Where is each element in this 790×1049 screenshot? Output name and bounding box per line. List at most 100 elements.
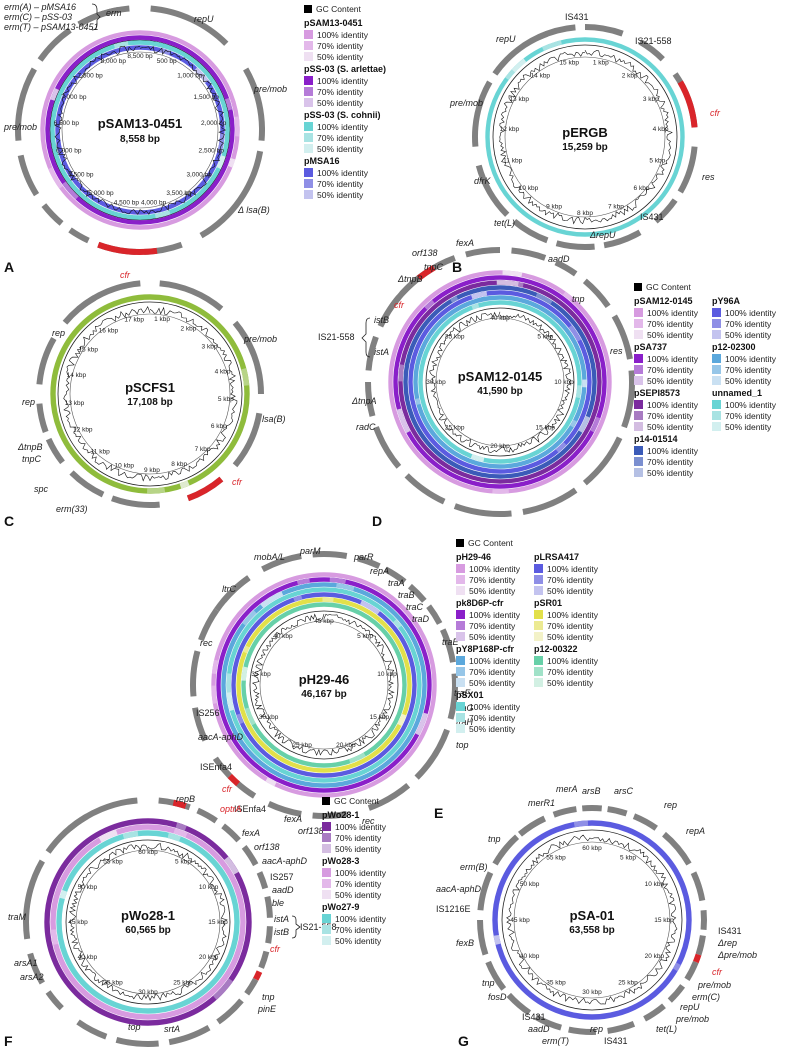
panel-f-legend-series-1-swatch-2 — [322, 833, 331, 842]
panel-e-legend-series-2-level-3: 50% identity — [469, 632, 516, 642]
panel-c-annot-arc-2 — [159, 280, 224, 312]
panel-e-annot-arc-17 — [190, 650, 201, 697]
panel-e-legend-series-5-swatch-1 — [534, 564, 543, 573]
panel-a-bracket — [91, 3, 101, 31]
panel-g-rings-backbone — [501, 829, 683, 1011]
panel-a-legend-series-3-swatch-3 — [304, 144, 313, 153]
panel-f-rings-ring-gap — [167, 832, 181, 842]
panel-c-annot-arc-7 — [69, 470, 105, 498]
panel-a-label-repU: repU — [194, 14, 214, 24]
panel-a-ticks-label-12: 5,500 bp — [68, 172, 94, 179]
panel-e-ticks-label-5: 20 kbp — [336, 742, 356, 749]
panel-a-rings-ring-gap — [228, 158, 236, 168]
panel-b-label-is21: IS21-558 — [635, 36, 672, 46]
panel-g-annot-arc-6 — [632, 813, 658, 831]
panel-c-rings — [50, 294, 250, 494]
panel-d-rings-ring-gap — [569, 419, 578, 428]
panel-f-rings-ring-gap — [122, 830, 139, 840]
panel-f-annot-arc-18 — [45, 813, 89, 854]
panel-f-label-optra: optrA — [220, 804, 242, 814]
panel-d-ticks-label-1: 40 kbp — [490, 315, 510, 322]
panel-f-annot-arc-3 — [196, 807, 218, 824]
panel-d-rings-ring-2 — [393, 275, 607, 489]
panel-b-label-cfr: cfr — [710, 108, 721, 118]
panel-d-label-tnp: tnp — [572, 294, 585, 304]
panel-e-legend-series-6-level-3: 50% identity — [547, 632, 594, 642]
panel-e-legend-series-6-level-2: 70% identity — [547, 621, 594, 631]
panel-e-legend-series-3-level-2: 70% identity — [469, 667, 516, 677]
panel-d-legend-series-2-swatch-1 — [634, 354, 643, 363]
panel-e-annot-arc-14 — [234, 780, 257, 799]
panel-e-rings-ring-gap — [393, 619, 402, 629]
panel-a-rings-gc-trace — [54, 45, 227, 215]
panel-b-ticks-label-11: 10 kbp — [519, 185, 539, 192]
panel-f-title: pWo28-1 — [121, 908, 175, 923]
panel-e-label-fexa: fexA — [284, 814, 302, 824]
panel-b-ticks-label-7: 6 kbp — [634, 185, 650, 192]
panel-b-annot-arc-7 — [603, 229, 642, 249]
panel-a-label-premob-left: pre/mob — [3, 122, 37, 132]
panel-a-ticks-label-1: 8,500 bp — [127, 53, 153, 60]
panel-b-annot-arc-6 — [653, 198, 678, 224]
panel-a-legend-series-3: pSS-03 (S. cohnii) — [304, 110, 381, 120]
panel-c-annot-arc-3 — [232, 320, 264, 395]
panel-d-annot-arc-15 — [365, 335, 379, 371]
panel-g-rings-ring-gap — [573, 820, 589, 828]
panel-d-legend-series-3-level-3: 50% identity — [647, 422, 694, 432]
panel-f-rings-ring-gap — [50, 929, 59, 945]
panel-a-label-erm: erm — [106, 8, 122, 18]
panel-f-ticks-label-6: 25 kbp — [173, 980, 193, 987]
panel-b-annot — [472, 24, 698, 250]
panel-d-annot-arc-7 — [611, 314, 633, 360]
panel-b-ticks-label-12: 11 kbp — [503, 158, 522, 165]
panel-e-legend-series-1-swatch-2 — [456, 575, 465, 584]
panel-d-annot-arc-3 — [465, 247, 501, 258]
panel-g-ticks-label-2: 5 kbp — [620, 855, 636, 862]
panel-b-ticks-label-10: 9 kbp — [546, 203, 562, 210]
panel-a-rings-ring-2 — [45, 35, 235, 225]
panel-b-rings — [485, 37, 685, 237]
panel-c-ticks-label-2: 1 kbp — [154, 316, 170, 323]
panel-d-label-orf138: orf138 — [412, 248, 438, 258]
panel-d-letter: D — [372, 513, 382, 529]
panel-g-label-deltapremob: Δpre/mob — [717, 950, 757, 960]
panel-d-legend-series-2-level-2: 70% identity — [647, 365, 694, 375]
panel-c-rings-gc-trace — [63, 305, 238, 482]
panel-c-ticks-label-6: 5 kbp — [218, 396, 234, 403]
panel-g-label-tnp-bottom: tnp — [482, 978, 495, 988]
panel-e-annot — [190, 551, 458, 819]
panel-e-label-trab: traB — [398, 590, 415, 600]
panel-b-ticks-label-3: 2 kbp — [622, 73, 638, 80]
panel-d-size: 41,590 bp — [477, 386, 523, 397]
panel-c-ticks-label-13: 12 kbp — [73, 427, 93, 434]
panel-d-legend-series-6-swatch-3 — [712, 376, 721, 385]
panel-a-ticks-label-5: 2,000 bp — [201, 120, 227, 127]
panel-f-legend-series-3-swatch-2 — [322, 925, 331, 934]
panel-a-legend-series-2-swatch-2 — [304, 87, 313, 96]
panel-c-rings-backbone — [57, 301, 243, 487]
panel-g-rings-ring-1 — [492, 820, 692, 1020]
panel-d-ticks-label-4: 15 kbp — [536, 424, 556, 431]
panel-e-red — [227, 773, 241, 787]
panel-d-legend-series-5-swatch-1 — [712, 308, 721, 317]
panel-a-annot-arc-3 — [243, 67, 265, 141]
panel-e-legend-series-5-swatch-3 — [534, 586, 543, 595]
panel-d-legend-series-7-level-3: 50% identity — [725, 422, 772, 432]
panel-c-ticks-label-4: 3 kbp — [202, 344, 218, 351]
panel-d-rings-ring-gap — [424, 299, 435, 310]
panel-e-rings-ring-gap — [236, 713, 244, 725]
panel-g-ticks-label-10: 45 kbp — [510, 917, 530, 924]
panel-e-rings-ring-gap — [397, 713, 407, 727]
panel-b-rings-ring-gap — [541, 40, 562, 52]
panel-e-rings-ring-gap — [265, 777, 277, 787]
panel-g-label-ermt: erm(T) — [542, 1036, 569, 1046]
panel-a-red — [97, 241, 158, 255]
panel-e-title: pH29-46 — [299, 672, 350, 687]
panel-f-label-is257: IS257 — [270, 872, 294, 882]
panel-e-legend-series-2-level-2: 70% identity — [469, 621, 516, 631]
panel-e-ticks-label-4: 15 kbp — [370, 714, 390, 721]
panel-b-ticks-label-8: 7 kbp — [608, 203, 624, 210]
panel-e-rings-ring-3 — [221, 582, 427, 788]
